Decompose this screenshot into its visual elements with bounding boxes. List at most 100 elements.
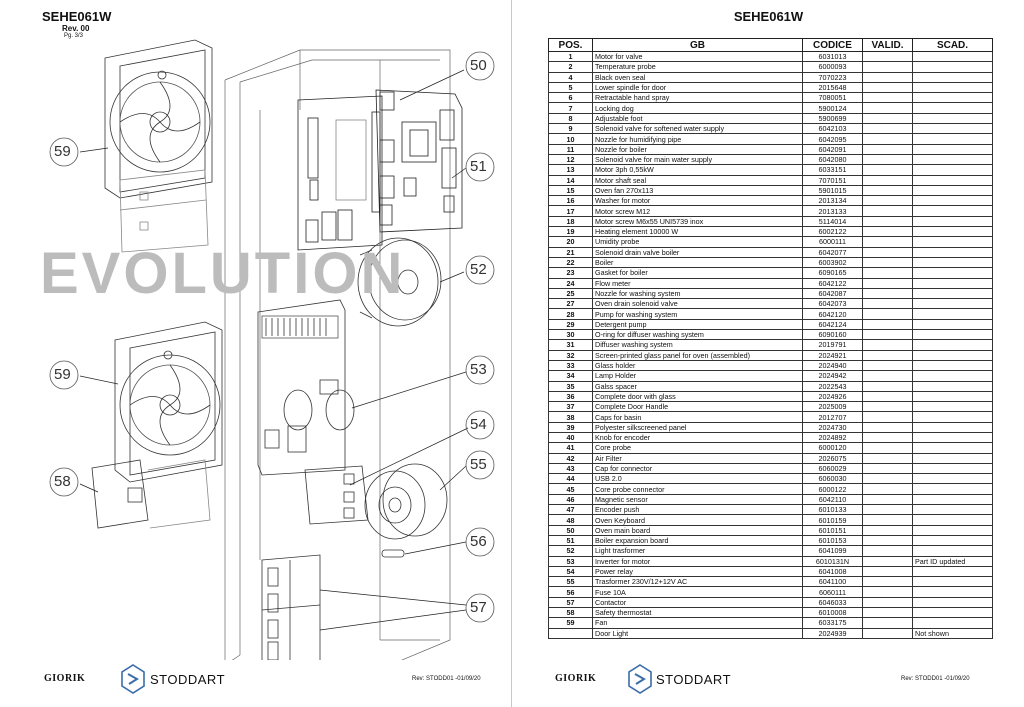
cell-pos: 38 (548, 411, 593, 423)
cell-code: 2024942 (802, 370, 863, 382)
cell-code: 7080051 (802, 92, 863, 104)
cell-valid (862, 555, 913, 567)
cell-valid (862, 349, 913, 361)
cell-valid (862, 92, 913, 104)
cell-code: 2026075 (802, 452, 863, 464)
cell-code: 2015648 (802, 81, 863, 94)
cell-scad (912, 215, 993, 228)
cell-pos: 25 (548, 287, 593, 300)
cell-scad (912, 452, 993, 464)
cell-scad (912, 81, 993, 94)
cell-description: Motor for valve (592, 50, 803, 63)
cell-description: Encoder push (592, 504, 803, 516)
cell-scad (912, 493, 993, 506)
cell-description: Core probe connector (592, 483, 803, 495)
cell-pos: 30 (548, 329, 593, 341)
cell-pos: 13 (548, 164, 593, 176)
cell-pos: 31 (548, 339, 593, 351)
cell-scad (912, 483, 993, 495)
cell-scad (912, 308, 993, 320)
cell-pos: 41 (548, 442, 593, 454)
cell-valid (862, 123, 913, 135)
cell-description: Power relay (592, 565, 803, 578)
cell-code: 6041008 (802, 565, 863, 578)
cell-scad (912, 401, 993, 413)
giorik-logo: GIORIK (44, 673, 86, 684)
callout-circles (49, 51, 495, 623)
cell-code: 6010151 (802, 524, 863, 536)
cell-pos: 40 (548, 431, 593, 444)
footer-revision: Rev: STODD01 -01/09/20 (901, 676, 970, 682)
exploded-diagram (49, 39, 495, 660)
cell-scad (912, 545, 993, 557)
callout-55: 55 (470, 456, 487, 473)
cell-scad (912, 359, 993, 372)
cell-valid (862, 205, 913, 217)
cell-scad (912, 380, 993, 392)
transformer-round (364, 463, 448, 540)
cell-description: Knob for encoder (592, 431, 803, 444)
cell-code: 6010159 (802, 514, 863, 526)
cell-code: 6000122 (802, 483, 863, 495)
cell-pos: 16 (548, 195, 593, 207)
cell-pos: 24 (548, 277, 593, 289)
cell-code: 2024730 (802, 421, 863, 433)
cell-code: 6010008 (802, 607, 863, 619)
cell-description: Safety thermostat (592, 607, 803, 619)
cell-valid (862, 493, 913, 506)
callout-57: 57 (470, 599, 487, 616)
cell-valid (862, 277, 913, 289)
cell-description: Galss spacer (592, 380, 803, 392)
cell-pos: 59 (548, 617, 593, 629)
col-pos: POS. (548, 38, 593, 52)
cell-description: Diffuser washing system (592, 339, 803, 351)
cell-scad (912, 205, 993, 217)
cell-pos: 20 (548, 236, 593, 248)
cell-scad: Part ID updated (912, 555, 993, 567)
cell-pos: 14 (548, 174, 593, 186)
cell-pos: 15 (548, 184, 593, 197)
cell-pos: 1 (548, 50, 593, 63)
cell-valid (862, 50, 913, 63)
cell-pos: 10 (548, 133, 593, 145)
cell-code: 6042120 (802, 308, 863, 320)
cell-code: 6042087 (802, 287, 863, 300)
model-code: SEHE061W (42, 9, 112, 24)
cell-description: Oven main board (592, 524, 803, 536)
cell-pos: 27 (548, 298, 593, 310)
cell-code: 6003902 (802, 256, 863, 269)
cell-description: Motor screw M6x55 UNI5739 inox (592, 215, 803, 228)
cell-pos: 33 (548, 359, 593, 372)
cell-valid (862, 370, 913, 382)
cell-scad (912, 329, 993, 341)
cell-description: Locking dog (592, 102, 803, 114)
cell-scad (912, 565, 993, 578)
cell-pos: 35 (548, 380, 593, 392)
cell-description: Lamp Holder (592, 370, 803, 382)
cell-description: Fan (592, 617, 803, 629)
cell-description: Temperature probe (592, 61, 803, 73)
cell-valid (862, 195, 913, 207)
cell-description: Gasket for boiler (592, 267, 803, 279)
cell-valid (862, 390, 913, 403)
cell-description: Air Filter (592, 452, 803, 464)
